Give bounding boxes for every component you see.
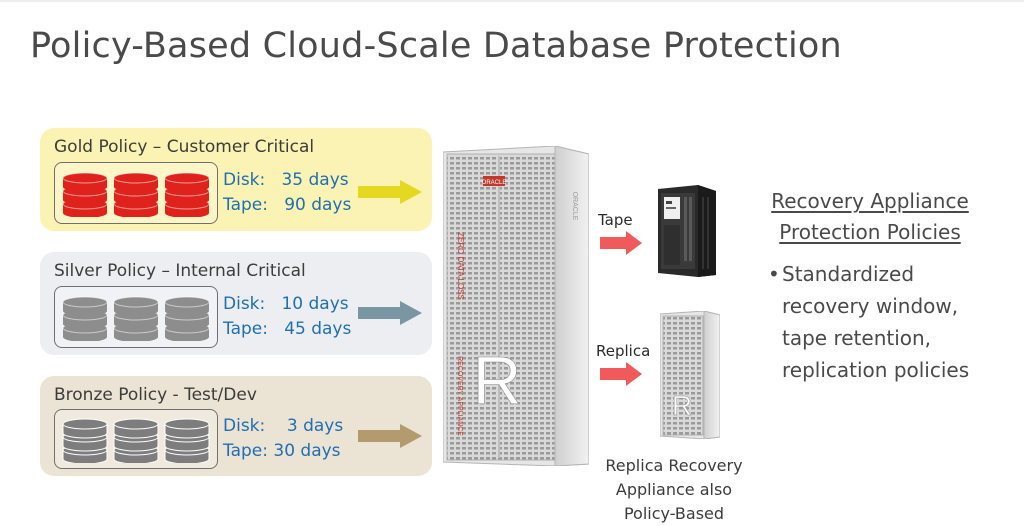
database-stack-icon — [61, 169, 109, 217]
tape-retention: Tape: 45 days — [223, 319, 352, 339]
replica-label: Replica — [596, 342, 651, 360]
caption-line: Policy-Based — [623, 504, 725, 523]
disk-retention: Disk: 3 days — [223, 416, 344, 436]
rack-side-brand: ORACLE — [571, 192, 578, 221]
policy-title: Bronze Policy - Test/Dev — [54, 385, 257, 405]
right-arrow-icon — [600, 362, 642, 386]
brand-label: ORACLE — [482, 180, 507, 186]
tape-label: Tape — [598, 211, 633, 229]
server-rack-icon: ORACLE ZERO DATA LOSS RECOVERY APPLIANCE… — [443, 146, 589, 466]
server-rack-icon: R — [660, 311, 720, 439]
bullet-line: tape retention, — [782, 326, 932, 350]
rack-letter: R — [472, 343, 521, 419]
disk-retention: Disk: 10 days — [223, 294, 349, 314]
database-stack-icon — [163, 415, 211, 463]
gold-policy-panel: Gold Policy – Customer Critical Disk: 35… — [40, 128, 432, 231]
policy-title: Silver Policy – Internal Critical — [54, 261, 306, 281]
tape-retention: Tape: 90 days — [223, 195, 352, 215]
disk-retention: Disk: 35 days — [223, 170, 349, 190]
bullet-line: recovery window, — [782, 294, 959, 318]
replica-letter: R — [672, 390, 692, 421]
heading-line: Protection Policies — [779, 220, 961, 244]
database-stack-icon — [112, 169, 160, 217]
database-stack-icon — [61, 293, 109, 341]
right-arrow-icon — [358, 180, 422, 204]
database-group — [54, 286, 218, 348]
database-stack-icon — [112, 415, 160, 463]
tape-library-icon — [658, 185, 716, 277]
database-stack-icon — [112, 293, 160, 341]
heading-line: Recovery Appliance — [771, 189, 969, 213]
bullet-line: Standardized — [782, 262, 915, 286]
caption-line: Appliance also — [615, 480, 733, 499]
rack-side-text: ZERO DATA LOSS — [456, 232, 465, 300]
page-title: Policy-Based Cloud-Scale Database Protec… — [30, 26, 842, 66]
caption-line: Replica Recovery — [605, 456, 743, 475]
bullet-line: replication policies — [782, 358, 970, 382]
silver-policy-panel: Silver Policy – Internal Critical Disk: … — [40, 252, 432, 355]
database-stack-icon — [163, 169, 211, 217]
policy-title: Gold Policy – Customer Critical — [54, 137, 315, 157]
bullet-dot: • — [768, 262, 780, 286]
rack-side-text: RECOVERY APPLIANCE — [456, 356, 463, 436]
database-group — [54, 409, 218, 469]
tape-retention: Tape: 30 days — [223, 441, 341, 461]
database-stack-icon — [163, 293, 211, 341]
database-stack-icon — [61, 415, 109, 463]
bronze-policy-panel: Bronze Policy - Test/Dev Disk: 3 days Ta… — [40, 376, 432, 476]
policies-bullet: • Standardized recovery window, tape ret… — [768, 258, 969, 386]
top-border — [0, 0, 1024, 2]
policies-heading: Recovery Appliance Protection Policies — [758, 186, 982, 248]
replica-caption: Replica Recovery Appliance also Policy-B… — [600, 454, 748, 526]
right-arrow-icon — [358, 301, 422, 325]
right-arrow-icon — [358, 424, 422, 448]
right-arrow-icon — [600, 231, 642, 255]
database-group — [54, 162, 218, 224]
